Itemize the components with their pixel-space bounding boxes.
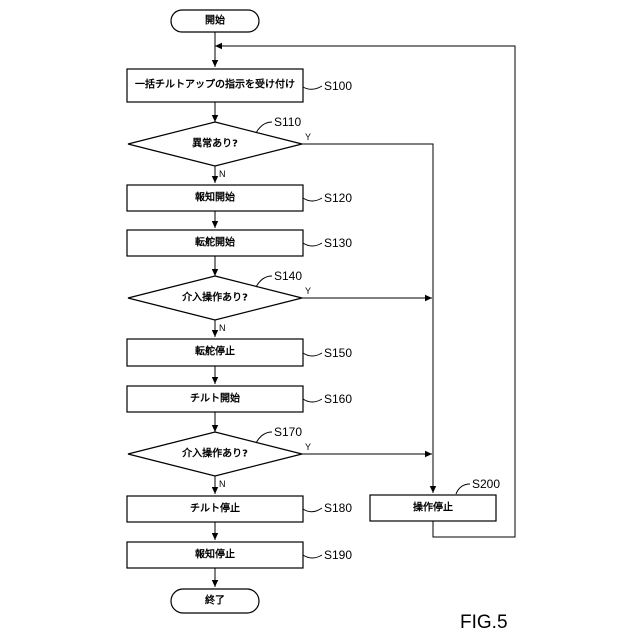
leader-s110	[256, 122, 272, 133]
arrow-s110-yes-to-s200	[302, 144, 433, 493]
step-label-s110: S110	[274, 115, 301, 129]
s140-no-label: N	[219, 323, 226, 333]
leader-s100	[303, 86, 322, 89]
step-label-s200: S200	[472, 477, 500, 491]
s200-text: 操作停止	[413, 501, 453, 514]
step-label-s130: S130	[324, 236, 352, 250]
step-label-s160: S160	[324, 392, 352, 406]
s160-text: チルト開始	[190, 392, 240, 405]
step-label-s190: S190	[324, 548, 352, 562]
s170-text: 介入操作あり?	[181, 447, 248, 460]
leader-s190	[303, 555, 322, 558]
end-text: 終了	[205, 594, 225, 607]
leader-s180	[303, 508, 322, 512]
leader-s160	[303, 399, 322, 402]
leader-s140	[256, 276, 272, 287]
s110-no-label: N	[219, 169, 226, 179]
s180-text: チルト停止	[190, 502, 240, 515]
step-label-s100: S100	[324, 79, 352, 93]
s170-yes-label: Y	[305, 442, 311, 452]
leader-s130	[303, 243, 322, 246]
step-label-s140: S140	[274, 269, 302, 283]
s170-no-label: N	[219, 479, 226, 489]
step-label-s180: S180	[324, 501, 352, 515]
s110-text: 異常あり?	[192, 137, 238, 150]
leader-s150	[303, 353, 322, 356]
leader-s120	[303, 198, 322, 201]
s100-text: 一括チルトアップの指示を受け付け	[135, 78, 295, 91]
s140-text: 介入操作あり?	[181, 291, 248, 304]
s190-text: 報知停止	[195, 548, 235, 561]
s110-yes-label: Y	[305, 132, 311, 142]
step-label-s170: S170	[274, 425, 302, 439]
leader-s170	[256, 432, 272, 443]
s130-text: 転舵開始	[195, 236, 235, 249]
step-label-s120: S120	[324, 191, 352, 205]
leader-s200	[456, 484, 470, 494]
s120-text: 報知開始	[195, 191, 235, 204]
step-label-s150: S150	[324, 346, 352, 360]
s150-text: 転舵停止	[195, 345, 235, 358]
s140-yes-label: Y	[305, 286, 311, 296]
start-text: 開始	[205, 14, 225, 27]
figure-label: FIG.5	[460, 612, 508, 633]
